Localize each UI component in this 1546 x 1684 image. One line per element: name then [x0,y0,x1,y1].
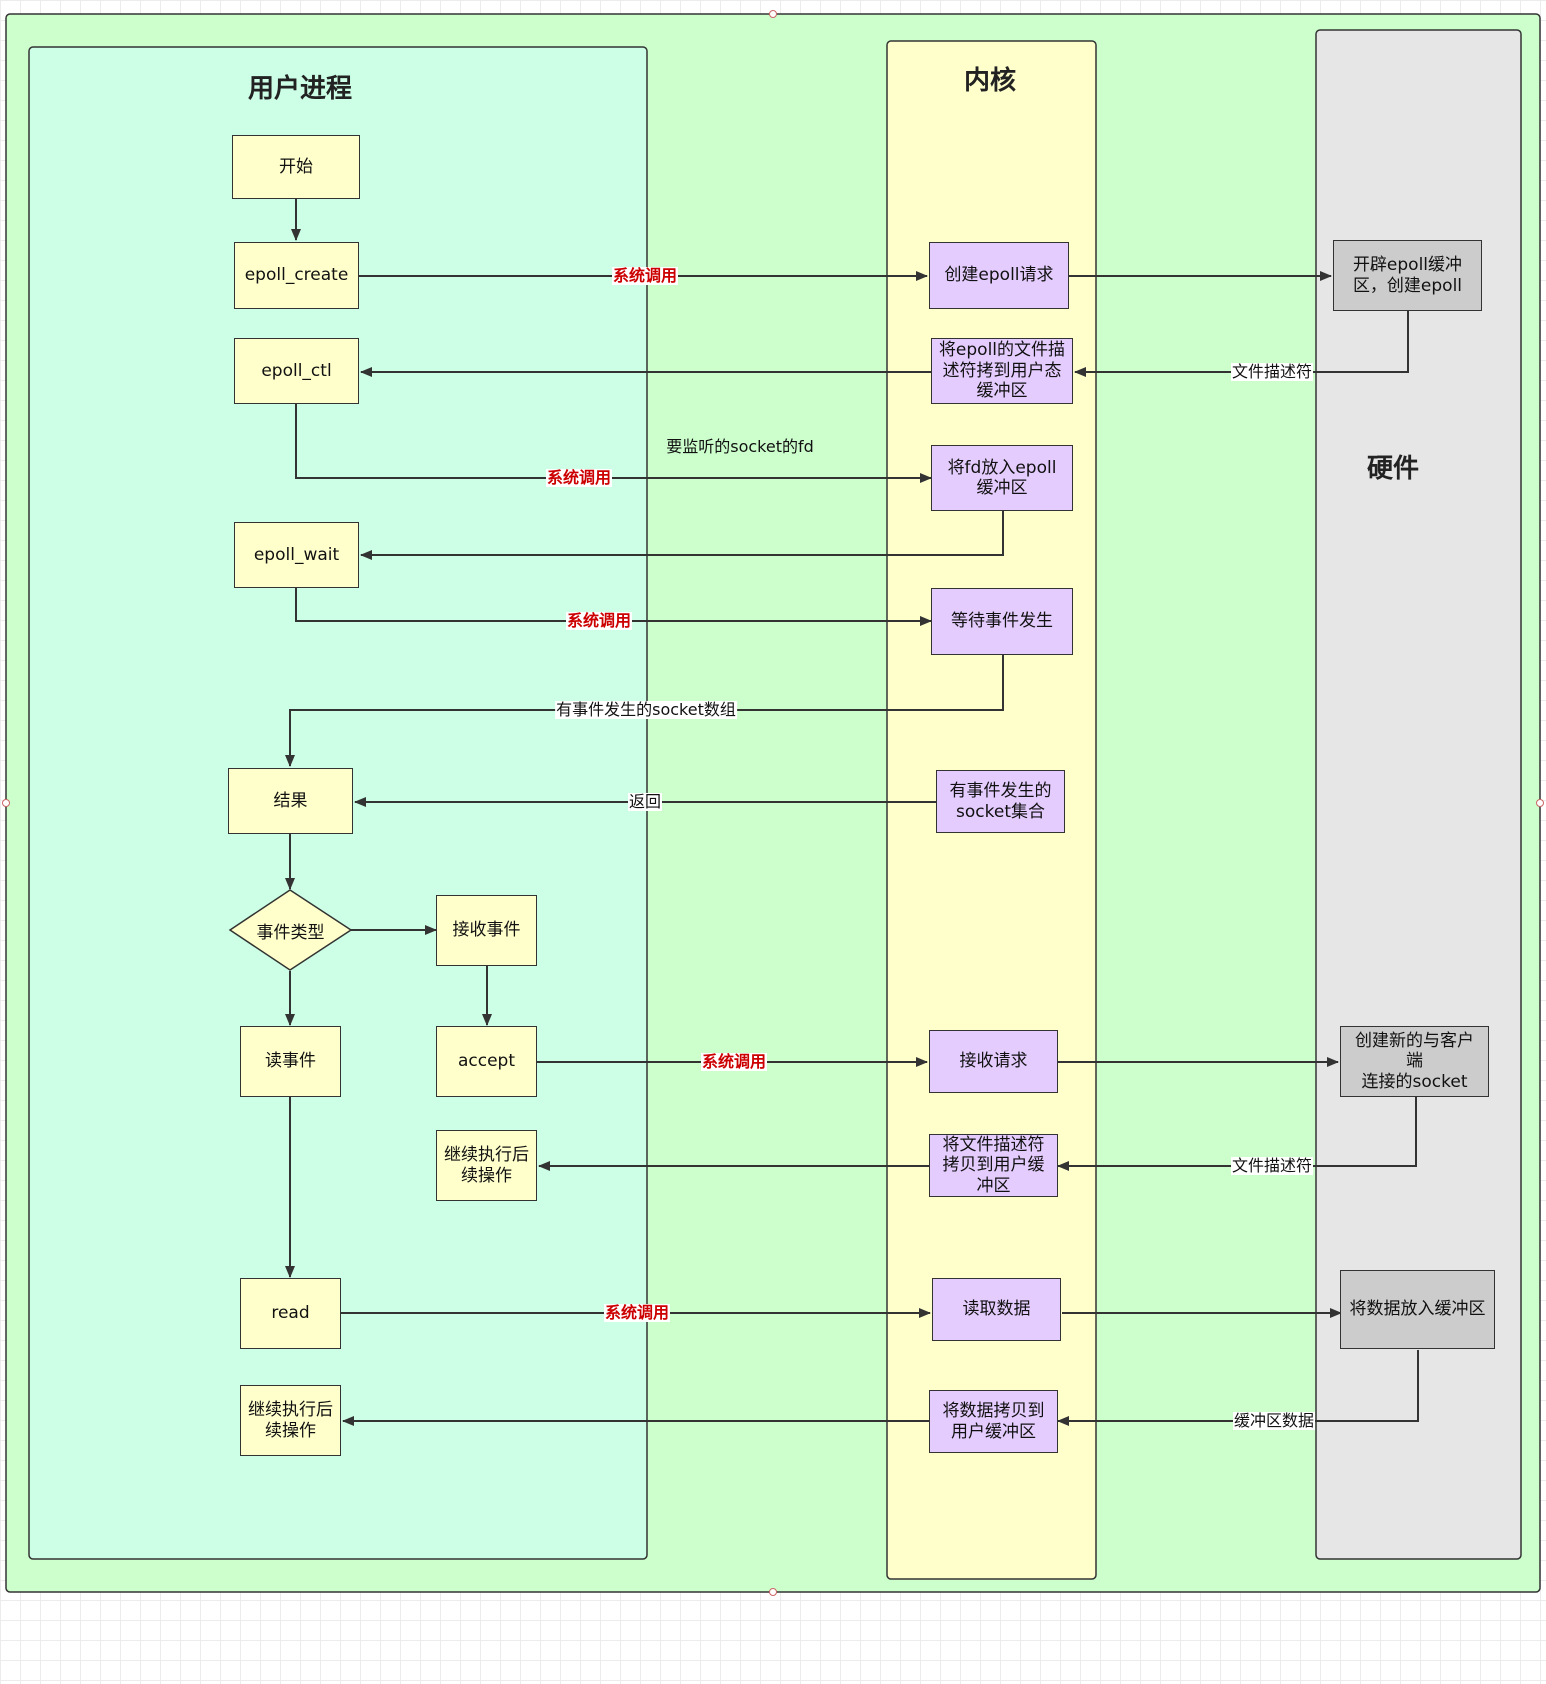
kernel-accept-request-label: 接收请求 [959,1051,1028,1072]
continue-2-line-2: 续操作 [265,1420,316,1441]
event-array-label: 有事件发生的socket数组 [555,700,737,719]
hardware-alloc-line-1: 开辟epoll缓冲 [1352,255,1463,276]
syscall-label-create: 系统调用 [611,266,679,285]
kernel-copy-data-line-2: 用户缓冲区 [951,1421,1036,1442]
epoll-create-node[interactable]: epoll_create [234,242,359,309]
hardware-new-socket-line-1: 创建新的与客户端 [1355,1030,1474,1072]
socket-fd-note: 要监听的socket的fd [666,437,814,456]
user-lane-title: 用户进程 [247,74,352,104]
accept-node[interactable]: accept [436,1026,537,1097]
return-label: 返回 [627,792,663,811]
kernel-socket-set-line-1: 有事件发生的 [949,781,1052,802]
kernel-create-node[interactable]: 创建epoll请求 [929,242,1069,309]
handle-right[interactable] [1536,799,1544,807]
edge-putfd-wait [360,511,1004,560]
continue-node-2[interactable]: 继续执行后续操作 [240,1385,341,1456]
hardware-buffer-label: 将数据放入缓冲区 [1349,1299,1486,1320]
kernel-copy-fd2-line-3: 冲区 [976,1175,1011,1196]
syscall-label-read: 系统调用 [603,1303,671,1322]
handle-left[interactable] [2,799,10,807]
handle-bottom[interactable] [769,1588,777,1596]
edge-hw-socket-kernel [1057,1097,1417,1171]
accept-event-node[interactable]: 接收事件 [436,895,537,966]
hardware-new-socket-node[interactable]: 创建新的与客户端连接的socket [1340,1026,1489,1097]
kernel-copy-data-node[interactable]: 将数据拷贝到用户缓冲区 [929,1390,1058,1453]
result-label: 结果 [273,790,308,811]
kernel-copy-fd-line-1: 将epoll的文件描 [938,340,1066,361]
accept-label: accept [457,1051,516,1072]
continue-1-line-2: 续操作 [461,1165,512,1186]
kernel-copy-fd-node[interactable]: 将epoll的文件描述符拷到用户态缓冲区 [931,338,1073,404]
syscall-label-ctl: 系统调用 [545,468,613,487]
start-node[interactable]: 开始 [232,135,360,199]
result-node[interactable]: 结果 [228,768,353,834]
kernel-read-label: 读取数据 [962,1299,1031,1320]
fd-label-1: 文件描述符 [1230,362,1314,381]
hardware-buffer-node[interactable]: 将数据放入缓冲区 [1340,1270,1495,1349]
continue-node-1[interactable]: 继续执行后续操作 [436,1130,537,1201]
kernel-accept-request-node[interactable]: 接收请求 [929,1030,1058,1093]
kernel-copy-fd-line-3: 缓冲区 [976,381,1028,402]
read-event-node[interactable]: 读事件 [240,1026,341,1097]
epoll-ctl-node[interactable]: epoll_ctl [234,338,359,404]
read-node[interactable]: read [240,1278,341,1349]
continue-2-line-1: 继续执行后 [248,1400,333,1421]
hardware-alloc-line-2: 区，创建epoll [1352,275,1463,296]
epoll-wait-label: epoll_wait [253,544,340,565]
fd-label-2: 文件描述符 [1230,1156,1314,1175]
accept-event-label: 接收事件 [452,920,521,941]
kernel-copy-fd2-line-1: 将文件描述符 [942,1134,1045,1155]
hardware-alloc-node[interactable]: 开辟epoll缓冲区，创建epoll [1333,240,1482,311]
hardware-lane [1315,29,1522,1560]
kernel-put-fd-line-1: 将fd放入epoll [947,457,1057,478]
continue-1-line-1: 继续执行后 [444,1145,529,1166]
handle-top[interactable] [769,10,777,18]
kernel-copy-fd-line-2: 述符拷到用户态 [942,360,1062,381]
epoll-create-label: epoll_create [244,265,349,286]
kernel-copy-fd2-line-2: 拷贝到用户缓 [942,1155,1045,1176]
kernel-lane-title: 内核 [963,66,1016,96]
edge-wait-kwait [295,588,932,626]
hardware-lane-title: 硬件 [1366,454,1419,484]
start-node-label: 开始 [279,156,313,177]
epoll-wait-node[interactable]: epoll_wait [234,522,359,588]
epoll-ctl-label: epoll_ctl [261,360,332,381]
read-label: read [271,1303,310,1324]
kernel-copy-fd2-node[interactable]: 将文件描述符拷贝到用户缓冲区 [929,1134,1058,1197]
hardware-new-socket-line-2: 连接的socket [1361,1071,1468,1092]
event-type-label: 事件类型 [256,922,325,943]
read-event-label: 读事件 [265,1051,316,1072]
syscall-label-wait: 系统调用 [565,611,633,630]
edge-hw-fd-kernel [1074,311,1409,377]
event-type-node[interactable]: 事件类型 [230,890,351,970]
buffer-data-label: 缓冲区数据 [1232,1411,1316,1430]
edge-hw-buffer-kernel [1057,1350,1419,1426]
kernel-socket-set-line-2: socket集合 [956,801,1045,822]
kernel-wait-label: 等待事件发生 [951,611,1053,632]
kernel-put-fd-line-2: 缓冲区 [976,478,1028,498]
syscall-label-accept: 系统调用 [700,1052,768,1071]
kernel-create-label: 创建epoll请求 [944,265,1054,286]
event-type-diamond[interactable] [228,889,353,971]
edge-ctl-putfd [295,404,932,483]
kernel-wait-node[interactable]: 等待事件发生 [931,588,1073,655]
kernel-copy-data-line-1: 将数据拷贝到 [942,1401,1045,1422]
kernel-read-node[interactable]: 读取数据 [932,1278,1061,1341]
